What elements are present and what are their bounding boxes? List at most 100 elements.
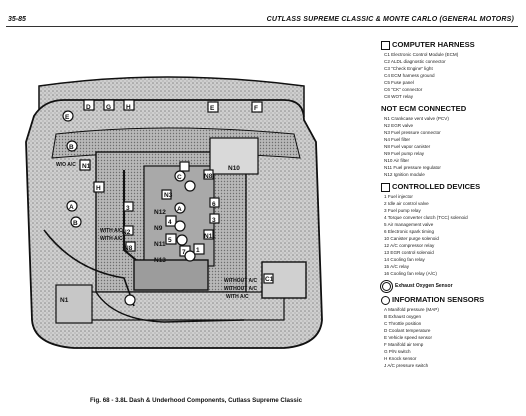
legend-item: N3 Fuel pressure connector xyxy=(384,130,441,135)
hose-front xyxy=(95,291,245,323)
legend-item: C6 "CK" connector xyxy=(384,87,423,92)
left-inner-fender xyxy=(55,284,93,324)
legend-item: B Exhaust oxygen xyxy=(384,314,422,319)
legend-section-title: INFORMATION SENSORS xyxy=(392,295,485,304)
circle-symbol-icon xyxy=(381,295,390,305)
diagram-label: N3 xyxy=(164,192,173,199)
page-number: 35-85 xyxy=(8,16,26,23)
diagram-label: B xyxy=(69,144,74,151)
diagram-label: C1 xyxy=(265,276,274,283)
legend-item: F Manifold air temp xyxy=(384,342,424,347)
diagram-label: 1 xyxy=(196,247,200,254)
square-symbol-icon xyxy=(381,40,390,50)
legend-section-information-sensors: INFORMATION SENSORS A Manifold pressure … xyxy=(381,295,523,369)
legend-item: N12 Ignition module xyxy=(384,172,425,177)
legend-item: D Coolant temperature xyxy=(384,328,431,333)
diagram-label: N2 xyxy=(122,229,131,236)
diagram-label: N8 xyxy=(124,245,133,252)
diagram-label: C xyxy=(177,174,182,181)
legend-item: C Throttle position xyxy=(384,321,422,326)
diagram-label: N10 xyxy=(228,165,240,172)
sensor-circles xyxy=(62,110,196,306)
legend-item: 6 Electronic spark timing xyxy=(384,229,435,234)
callout-without-ac: WITHOUT A/C xyxy=(224,278,258,284)
legend-section-computer-harness: COMPUTER HARNESS C1 Electronic Control M… xyxy=(381,40,523,100)
radiator-support xyxy=(63,291,285,321)
legend-item: 14 Cooling fan relay xyxy=(384,257,425,262)
legend-item: N4 Fuel filter xyxy=(384,137,411,142)
callout-with-ac: WITH A/C xyxy=(226,294,249,300)
diagram-label: 7 xyxy=(182,249,186,256)
legend-item: H Knock sensor xyxy=(384,356,417,361)
diagram-label: 6 xyxy=(212,201,216,208)
legend-item: 10 Canister purge solenoid xyxy=(384,236,439,241)
hose-left xyxy=(43,229,135,307)
legend-item: C1 Electronic Control Module (ECM) xyxy=(384,52,459,57)
legend-item: 16 Cooling fan relay (A/C) xyxy=(384,271,437,276)
component-legend: COMPUTER HARNESS C1 Electronic Control M… xyxy=(380,40,523,373)
double-circle-symbol-icon xyxy=(380,279,393,293)
legend-section-controlled-devices: CONTROLLED DEVICES 1 Fuel injector 2 Idl… xyxy=(381,182,523,277)
legend-item: J A/C pressure switch xyxy=(384,363,429,368)
diagram-label: N1 xyxy=(60,297,69,304)
legend-section-title: CONTROLLED DEVICES xyxy=(392,182,481,191)
legend-item: C2 ALDL diagnostic connector xyxy=(384,59,446,64)
legend-section-exhaust-oxygen-sensor: Exhaust Oxygen Sensor xyxy=(380,279,523,293)
diagram-label: N11 xyxy=(204,233,216,240)
figure-caption: Fig. 68 - 3.8L Dash & Underhood Componen… xyxy=(90,397,303,404)
legend-item: N10 Air filter xyxy=(384,158,410,163)
legend-item: N1 Crankcase vent valve (PCV) xyxy=(384,116,449,121)
legend-item: A Manifold pressure (MAP) xyxy=(384,307,439,312)
legend-item: 1 Fuel injector xyxy=(384,194,413,199)
component-boxes xyxy=(79,99,274,284)
legend-item: G P/N switch xyxy=(384,349,411,354)
diagram-label: B xyxy=(73,220,78,227)
legend-item: C8 WOT relay xyxy=(384,94,414,99)
legend-section-title: COMPUTER HARNESS xyxy=(392,40,475,49)
legend-section-title: NOT ECM CONNECTED xyxy=(381,104,467,113)
diagram-label: N11 xyxy=(154,241,166,248)
diagram-label: H xyxy=(126,104,131,111)
callout-with-ac: WITH A/C xyxy=(100,236,123,242)
diagram-label: N8 xyxy=(204,173,213,180)
diagram-label: G xyxy=(106,104,111,111)
wire-run xyxy=(123,170,137,261)
page-header-title: CUTLASS SUPREME CLASSIC & MONTE CARLO (G… xyxy=(266,16,514,23)
diagram-label: A xyxy=(69,204,74,211)
legend-item: N2 EGR valve xyxy=(384,123,414,128)
diagram-label: N9 xyxy=(154,225,163,232)
legend-item: 12 A/C compressor relay xyxy=(384,243,435,248)
diagram-label: 3 xyxy=(212,217,216,224)
legend-item: 13 EGR control solenoid xyxy=(384,250,434,255)
diagram-label: E xyxy=(210,105,215,112)
radiator xyxy=(133,259,209,291)
diagram-label: D xyxy=(86,104,91,111)
diagram-label: 4 xyxy=(168,219,172,226)
legend-item: 3 Fuel pump relay xyxy=(384,208,421,213)
legend-item: 4 Torque converter clutch (TCC) solenoid xyxy=(384,215,468,220)
legend-item: E Vehicle speed sensor xyxy=(384,335,433,340)
legend-item: C4 ECM harness ground xyxy=(384,73,435,78)
callout-without-ac: WITHOUT A/C xyxy=(224,286,258,292)
legend-section-not-ecm-connected: NOT ECM CONNECTED N1 Crankcase vent valv… xyxy=(381,104,523,178)
diagram-label: H xyxy=(96,185,101,192)
legend-item: N8 Fuel vapor canister xyxy=(384,144,431,149)
header-rule xyxy=(6,26,518,27)
diagram-label: 5 xyxy=(168,237,172,244)
diagram-label: F xyxy=(254,105,258,112)
legend-item: N9 Fuel pump relay xyxy=(384,151,425,156)
legend-section-title: Exhaust Oxygen Sensor xyxy=(395,283,453,289)
callout-without-ac: W/O A/C xyxy=(56,162,76,168)
diagram-label: N1 xyxy=(82,163,91,170)
legend-item: N11 Fuel pressure regulator xyxy=(384,165,441,170)
legend-item: 15 A/C relay xyxy=(384,264,410,269)
diagram-label: N13 xyxy=(154,257,166,264)
air-cleaner xyxy=(209,137,259,175)
diagram-label: A xyxy=(177,206,182,213)
legend-item: C3 "Check Engine" light xyxy=(384,66,433,71)
diagram-label: N12 xyxy=(154,209,166,216)
square-symbol-icon xyxy=(381,182,390,192)
legend-item: 2 Idle air control valve xyxy=(384,201,429,206)
engine-bay-diagram: D G E H E F B H A B C N1 N3 N8 N11 3 A 6… xyxy=(25,76,323,349)
legend-item: C5 Fuse panel xyxy=(384,80,414,85)
